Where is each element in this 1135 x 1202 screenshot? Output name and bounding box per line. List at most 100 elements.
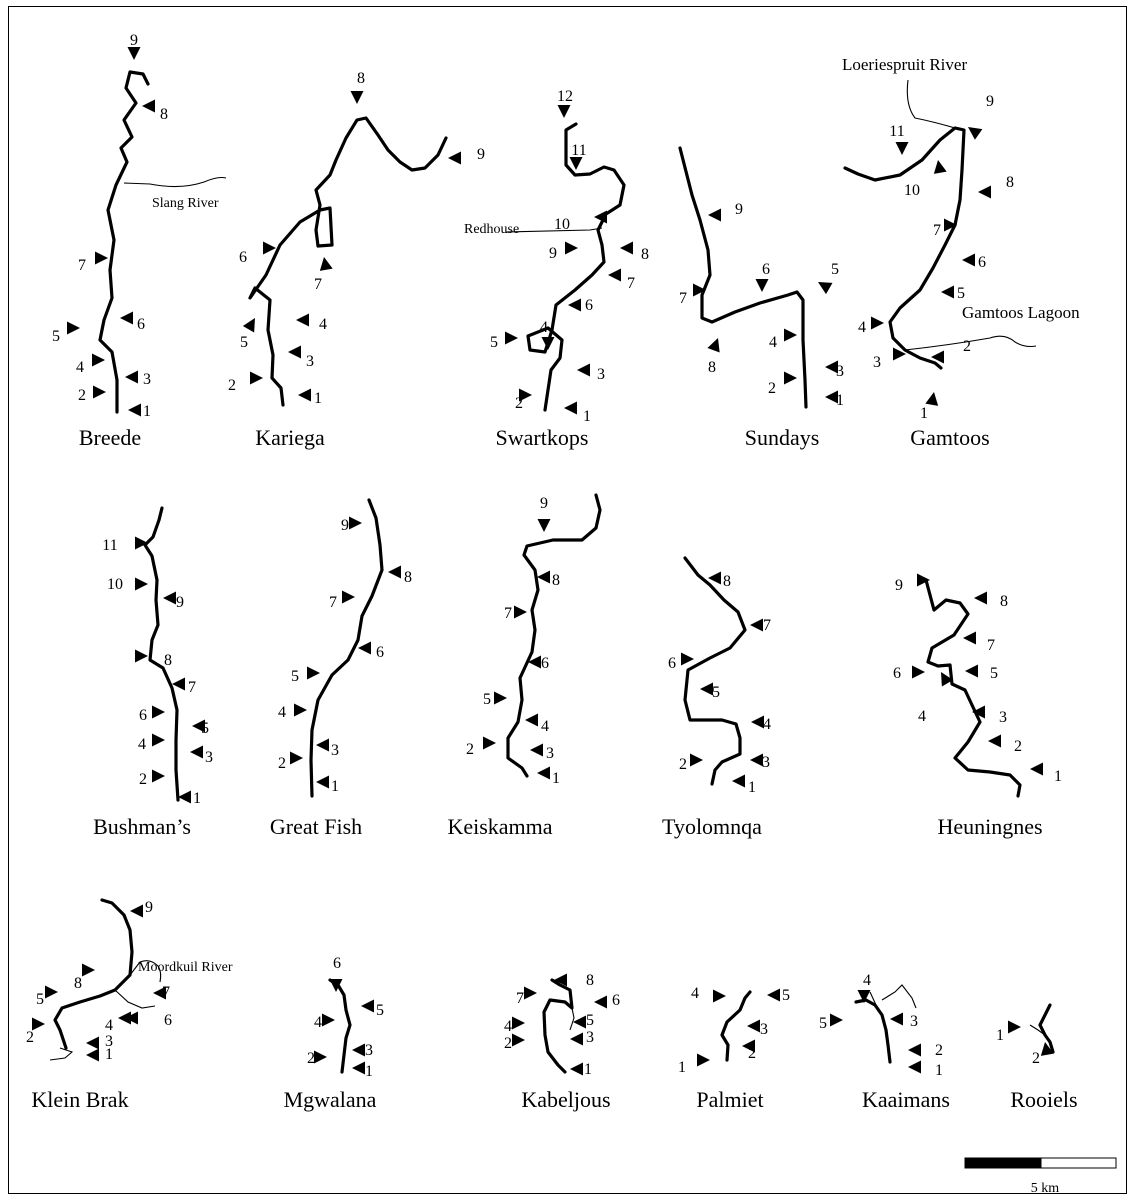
station-heuningnes-6: 6 (893, 665, 925, 682)
station-swartkops-10: 10 (554, 210, 607, 233)
river-sundays (678, 146, 808, 409)
station-number: 6 (585, 297, 593, 314)
station-keiskamma-3: 3 (530, 743, 554, 762)
station-arrow-icon (974, 591, 987, 605)
estuary-name-kleinbrak: Klein Brak (31, 1087, 128, 1112)
station-number: 8 (164, 652, 172, 669)
gamtoos-lagoon-channel (904, 335, 1037, 351)
station-number: 9 (549, 245, 557, 262)
station-number: 5 (201, 720, 209, 737)
gamtoos-lagoon-label: Gamtoos Lagoon (962, 303, 1080, 322)
loeriespruit-river-label: Loeriespruit River (842, 55, 967, 74)
station-bushmans-2: 2 (139, 769, 165, 788)
station-number: 2 (679, 756, 687, 773)
estuary-name-greatfish: Great Fish (270, 814, 362, 839)
station-arrow-icon (708, 208, 721, 222)
station-breede-1: 1 (128, 403, 151, 420)
station-heuningnes-1: 1 (1030, 762, 1062, 785)
river-kaaimans (854, 998, 892, 1064)
station-arrow-icon (316, 775, 329, 789)
station-arrow-icon (135, 536, 148, 550)
station-number: 11 (102, 537, 117, 554)
station-number: 2 (278, 755, 286, 772)
station-sundays-9: 9 (708, 201, 743, 222)
station-number: 4 (319, 316, 327, 333)
station-arrow-icon (153, 986, 166, 1000)
station-mgwalana-6: 6 (329, 955, 343, 992)
station-arrow-icon (747, 1019, 760, 1033)
station-gamtoos-4: 4 (858, 316, 884, 336)
station-arrow-icon (554, 973, 567, 987)
station-arrow-icon (895, 142, 909, 155)
station-tyolomnqa-1: 1 (732, 774, 756, 796)
station-kabeljous-6: 6 (594, 992, 620, 1009)
station-number: 3 (205, 749, 213, 766)
station-number: 7 (78, 257, 86, 274)
station-tyolomnqa-2: 2 (679, 753, 703, 773)
station-arrow-icon (693, 283, 706, 297)
station-number: 2 (26, 1029, 34, 1046)
station-arrow-icon (82, 963, 95, 977)
station-number: 9 (145, 899, 153, 916)
station-arrow-icon (135, 649, 148, 663)
station-kabeljous-2: 2 (504, 1033, 525, 1052)
station-number: 7 (763, 617, 771, 634)
station-number: 6 (893, 665, 901, 682)
station-number: 9 (540, 495, 548, 512)
station-number: 2 (139, 771, 147, 788)
station-mgwalana-4: 4 (314, 1013, 335, 1031)
station-kabeljous-3: 3 (570, 1029, 594, 1046)
station-keiskamma-8: 8 (537, 570, 560, 589)
station-kaaimans-1: 1 (908, 1060, 943, 1079)
station-number: 7 (933, 222, 941, 239)
station-keiskamma-5: 5 (483, 691, 507, 708)
station-number: 3 (365, 1042, 373, 1059)
station-kaaimans-4: 4 (857, 972, 871, 1003)
station-number: 3 (597, 366, 605, 383)
station-kariega-3: 3 (288, 345, 314, 370)
station-kleinbrak-3: 3 (86, 1033, 113, 1050)
station-number: 8 (160, 106, 168, 123)
station-arrow-icon (319, 257, 333, 271)
station-number: 2 (748, 1045, 756, 1062)
station-arrow-icon (152, 769, 165, 783)
station-arrow-icon (128, 403, 141, 417)
station-number: 3 (836, 363, 844, 380)
station-arrow-icon (965, 664, 978, 678)
station-number: 3 (910, 1013, 918, 1030)
station-arrow-icon (713, 989, 726, 1003)
station-number: 1 (193, 790, 201, 807)
station-bushmans-11: 11 (102, 536, 148, 554)
station-number: 4 (541, 718, 549, 735)
station-palmiet-3: 3 (747, 1019, 768, 1038)
station-number: 7 (329, 594, 337, 611)
station-number: 4 (138, 736, 146, 753)
station-breede-5: 5 (52, 321, 80, 345)
station-arrow-icon (448, 151, 461, 165)
station-greatfish-8: 8 (388, 565, 412, 586)
station-mgwalana-5: 5 (361, 999, 384, 1019)
station-arrow-icon (557, 105, 571, 118)
station-number: 6 (978, 254, 986, 271)
station-number: 3 (760, 1021, 768, 1038)
river-kabeljous (542, 978, 574, 1074)
station-arrow-icon (125, 370, 138, 384)
station-bushmans-5: 5 (192, 719, 209, 737)
station-arrow-icon (152, 733, 165, 747)
station-number: 4 (105, 1017, 113, 1034)
station-arrow-icon (767, 988, 780, 1002)
station-bushmans-9: 9 (163, 591, 184, 611)
station-swartkops-8: 8 (620, 241, 649, 263)
station-number: 5 (291, 668, 299, 685)
station-number: 5 (782, 987, 790, 1004)
station-number: 9 (341, 517, 349, 534)
station-number: 6 (164, 1012, 172, 1029)
estuary-name-sundays: Sundays (745, 425, 820, 450)
station-arrow-icon (192, 719, 205, 733)
station-arrow-icon (530, 743, 543, 757)
station-kabeljous-5: 5 (573, 1012, 594, 1029)
station-tyolomnqa-3: 3 (750, 753, 770, 771)
station-arrow-icon (92, 353, 105, 367)
river-kariega (248, 116, 448, 407)
